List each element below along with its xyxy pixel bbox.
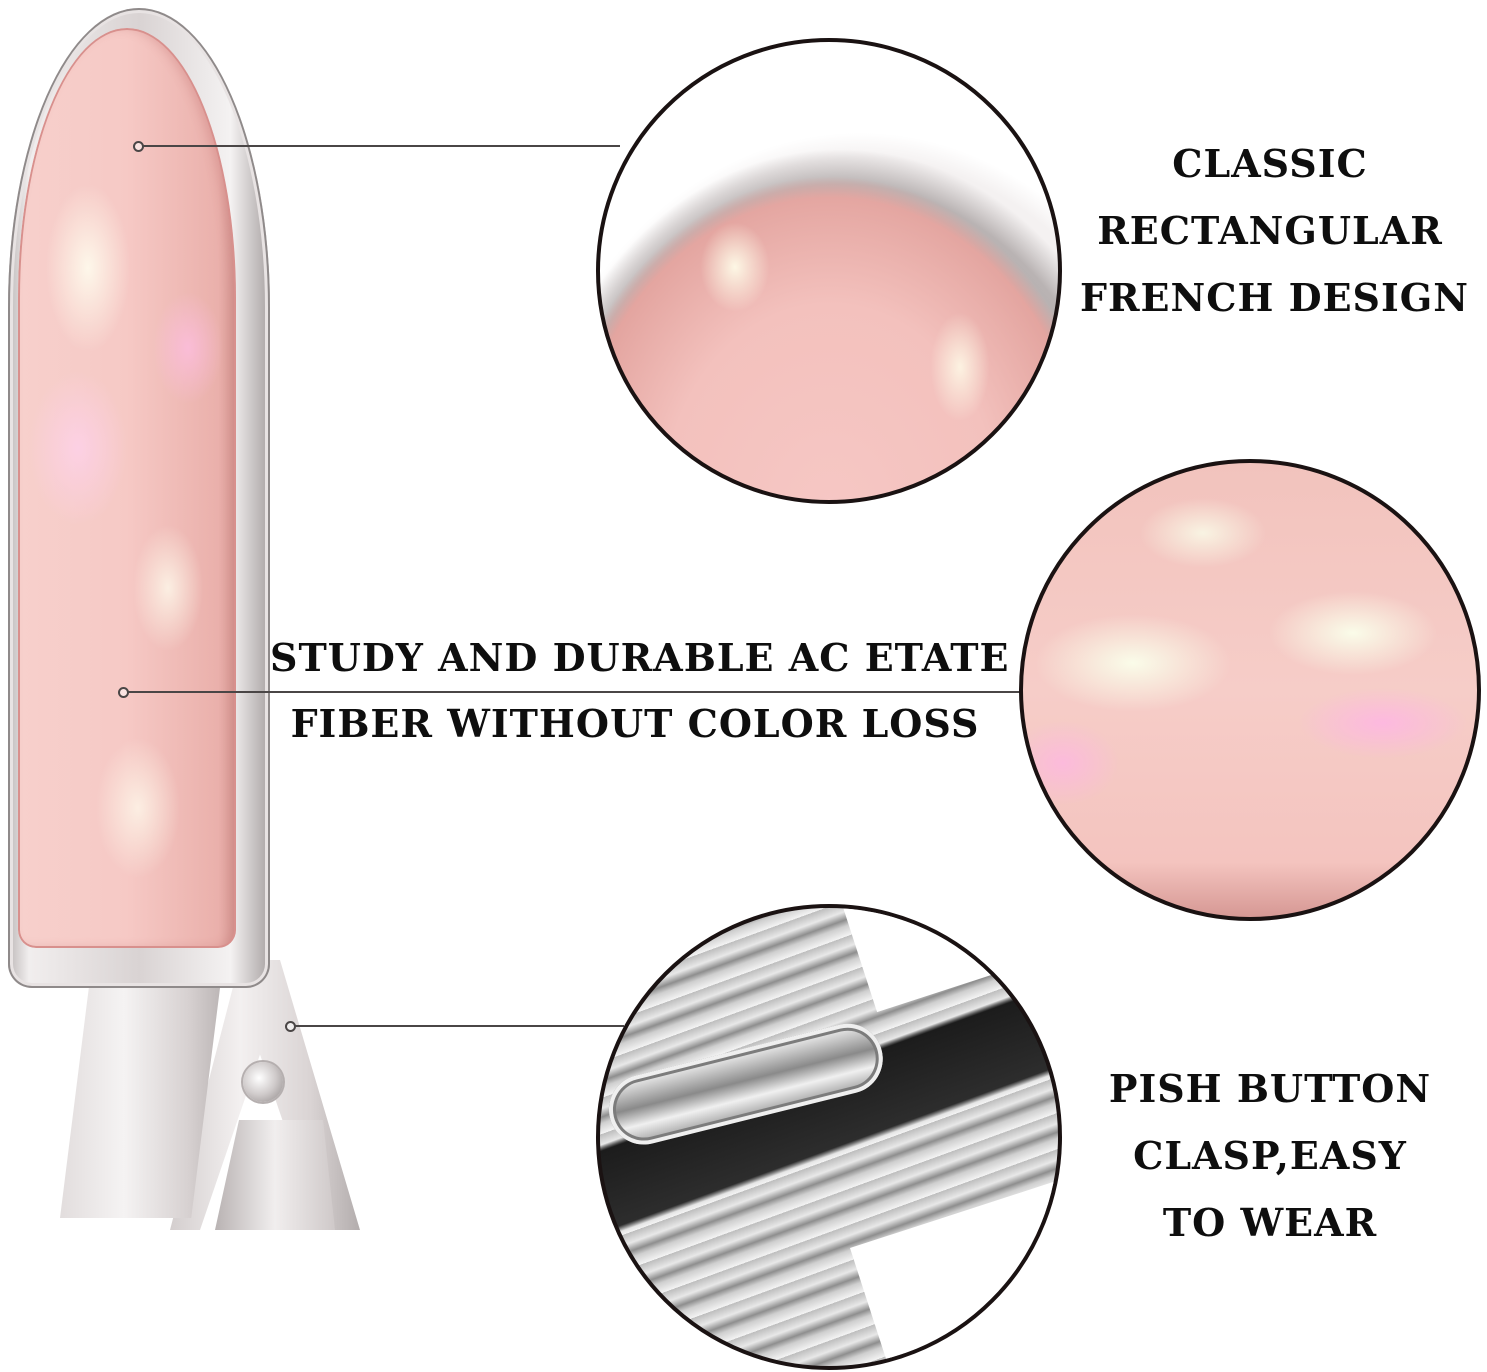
- clip-acetate-inlay: [18, 28, 236, 948]
- feature-text-line: FIBER WITHOUT COLOR LOSS: [290, 701, 980, 746]
- feature-text-line: CLASP,EASY: [1133, 1133, 1407, 1178]
- highlight: [700, 222, 770, 312]
- detail-circle-clasp: [596, 904, 1062, 1370]
- feature-text-line: RECTANGULAR: [1097, 208, 1443, 253]
- feature-text-line: PISH BUTTON: [1108, 1066, 1432, 1111]
- clip-lower-plate: [215, 1120, 335, 1230]
- feature-text-line: TO WEAR: [1162, 1200, 1378, 1245]
- clasp-slot: [601, 1016, 891, 1152]
- background-gap: [850, 1167, 1058, 1366]
- callout-line-design: [142, 145, 620, 147]
- clip-front-arm: [60, 988, 220, 1218]
- detail-circle-acetate: [1019, 459, 1481, 921]
- background-gap: [840, 908, 1058, 1013]
- callout-line-clasp: [294, 1025, 624, 1027]
- clip-rivet: [243, 1062, 283, 1102]
- callout-line-material: [127, 691, 1022, 693]
- feature-text-line: STUDY AND DURABLE AC ETATE: [270, 635, 1010, 680]
- highlight: [930, 312, 990, 422]
- feature-text-design: CLASSIC RECTANGULAR FRENCH DESIGN: [1080, 130, 1469, 331]
- feature-text-clasp: PISH BUTTON CLASP,EASY TO WEAR: [1090, 1055, 1450, 1256]
- product-image: [0, 0, 380, 1260]
- feature-text-line: CLASSIC: [1172, 141, 1368, 186]
- detail-circle-tip: [596, 38, 1062, 504]
- feature-text-material: STUDY AND DURABLE AC ETATE FIBER WITHOUT…: [270, 625, 1010, 757]
- feature-text-line: FRENCH DESIGN: [1080, 275, 1469, 320]
